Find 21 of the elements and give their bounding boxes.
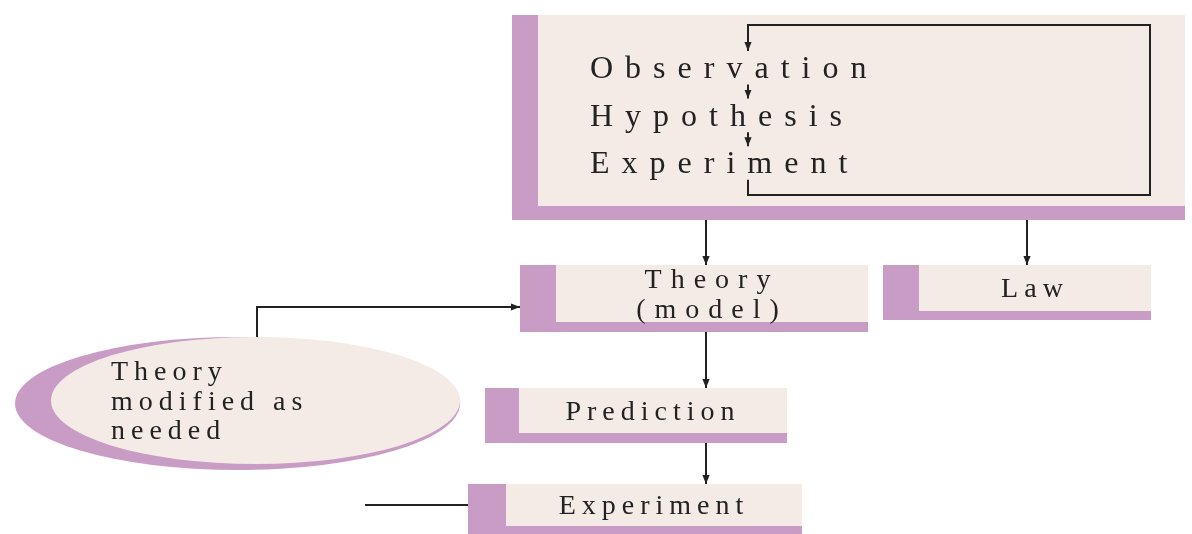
arrow	[744, 131, 752, 148]
process-box	[520, 265, 868, 332]
arrow	[256, 303, 521, 338]
arrow	[702, 219, 710, 266]
node-text: Observation	[590, 51, 879, 85]
node-text: Experiment	[590, 146, 860, 180]
node-text: Theory modified as needed	[111, 356, 310, 445]
node-text: Prediction	[565, 395, 741, 426]
process-box	[485, 388, 787, 443]
arrow	[702, 331, 710, 389]
process-box	[883, 265, 1151, 320]
panel-box	[512, 15, 1185, 220]
arrow	[744, 24, 1151, 196]
node-text: Experiment	[558, 490, 750, 520]
arrow	[702, 442, 710, 485]
process-box	[468, 484, 802, 534]
arrow	[1023, 219, 1031, 266]
node-text: Hypothesis	[590, 98, 854, 133]
node-text: Law	[1001, 273, 1069, 303]
arrow	[744, 83, 752, 100]
node-text: Theory (model)	[635, 264, 789, 323]
